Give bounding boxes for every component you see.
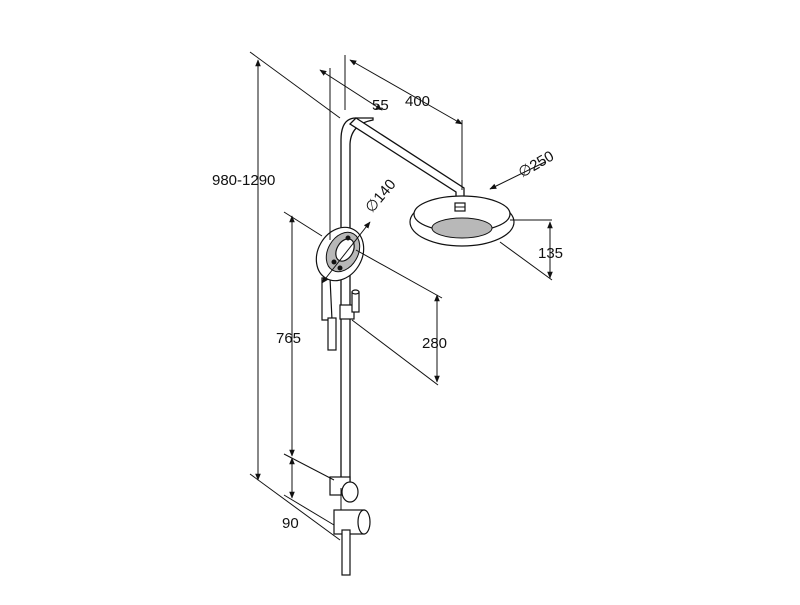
label-arm-offset: 55 [372,97,389,114]
overhead-shower-head [409,195,515,247]
label-slide-range: 280 [422,335,447,352]
label-slider-height: 765 [276,330,301,347]
dimension-base-height [283,453,335,526]
label-base-height: 90 [282,515,299,532]
mixer-valve [329,476,371,576]
label-overhead-diameter: ∅250 [516,148,557,182]
dimension-overhead-diameter [489,161,546,190]
dimension-hand-diameter [321,221,371,284]
shower-arm [348,117,465,205]
label-overhead-height: 135 [538,245,563,262]
dimension-overhead-height [499,219,553,281]
hose-stem [327,317,337,351]
label-total-height: 980-1290 [212,172,275,189]
slider-holder [339,289,360,320]
label-hand-diameter: ∅140 [362,176,400,216]
label-arm-length: 400 [405,93,430,110]
dimension-slider-height [283,211,323,457]
dimension-arm [319,55,463,240]
dimension-slide-range [351,249,443,386]
